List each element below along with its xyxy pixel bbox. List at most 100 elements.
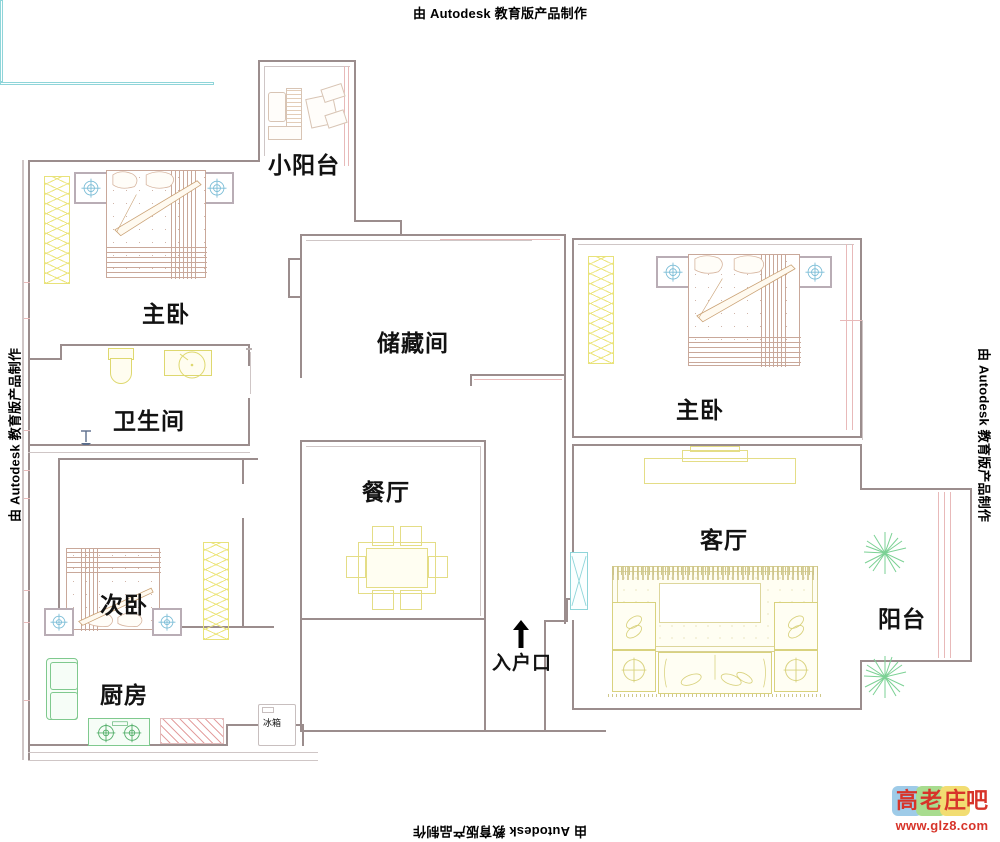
wall-dining-top <box>300 440 486 442</box>
wall-living-top <box>572 444 862 446</box>
lamp-icon <box>50 613 68 631</box>
bed-blanket-stripes-h <box>107 245 207 273</box>
bed-left-bedroom <box>106 170 207 279</box>
washbasin-icon <box>178 351 206 379</box>
wardrobe-left-bedroom <box>44 176 70 284</box>
nightstand-second-bedroom-b <box>152 608 182 636</box>
toilet-bowl-icon <box>110 358 132 384</box>
wardrobe-second-bedroom <box>203 542 229 640</box>
sink-basin-2 <box>50 692 78 720</box>
lamp-icon <box>207 178 227 198</box>
wall-kitchen-right <box>302 724 304 746</box>
wardrobe-right-bedroom <box>588 256 614 364</box>
entrance-label: 入户口 <box>492 652 553 674</box>
nightstand-right-bedroom-a <box>656 256 690 288</box>
wall-kitchen-bottom-outer <box>28 752 318 753</box>
dining-area-outline <box>358 542 436 594</box>
wall-balcony-bottom <box>860 660 972 662</box>
wall-left-bedroom-top <box>28 160 260 162</box>
logo-url: www.glz8.com <box>895 818 989 833</box>
wall-dining-top-inner <box>306 446 480 447</box>
arrow-up-icon <box>513 620 529 648</box>
window-storage-top <box>440 239 560 240</box>
bed-pillow-icon <box>112 171 202 237</box>
wall-storage-notch-top <box>288 258 302 260</box>
wall-bedroom-right-right <box>860 238 862 438</box>
wall-dining-right-inner <box>480 446 481 616</box>
room-label-master-bedroom-left: 主卧 <box>142 302 190 328</box>
window-mark-left-5 <box>24 498 30 499</box>
wall-bedroom-right-left <box>572 238 574 438</box>
wall-dining-bottom <box>300 618 486 620</box>
wall-living-left-upper <box>572 444 574 596</box>
window-bedroom-right-1 <box>846 244 847 430</box>
room-label-kitchen: 厨房 <box>100 683 148 709</box>
wall-entry-top <box>544 620 568 622</box>
wall-storage-top-inner <box>306 240 532 241</box>
sofa-armchair-right <box>774 602 818 650</box>
rug-center <box>659 583 761 623</box>
room-label-balcony: 阳台 <box>878 607 926 633</box>
wall-outer-right-upper <box>862 320 863 440</box>
wall-storage-right <box>564 234 566 624</box>
wall-balcony-small-top-inner <box>264 66 350 67</box>
shower-floor-drain-icon <box>81 430 91 445</box>
tv-screen-top <box>690 446 740 452</box>
refrigerator-icon <box>258 704 296 746</box>
wall-living-right-lower <box>860 660 862 710</box>
tv-cabinet-icon <box>644 458 796 484</box>
wall-outer-left <box>28 160 30 760</box>
sofa-cushions-icon <box>664 654 766 688</box>
wall-storage-left-lower <box>300 358 302 378</box>
room-label-master-bedroom-right: 主卧 <box>676 398 724 424</box>
wall-storage-top <box>300 234 566 236</box>
wall-bathroom-left <box>60 344 62 360</box>
sofa-armchair-left <box>612 602 656 650</box>
dining-table-icon <box>366 548 428 588</box>
wall-bedroom2-right-top <box>242 458 244 484</box>
table-lamp-icon <box>621 657 647 683</box>
wall-balcony-small-left-inner <box>264 66 265 156</box>
window-balcony-1 <box>938 492 939 658</box>
wall-living-left-lower <box>572 620 574 710</box>
side-table-right <box>774 650 818 692</box>
wall-bedroom2-bottom2 <box>228 626 274 628</box>
window-bedroom-right-2 <box>852 244 853 430</box>
tv-icon <box>682 450 748 462</box>
wall-hall-left <box>300 618 302 732</box>
refrigerator-label: 冰箱 <box>263 719 282 729</box>
window-mark-left-4 <box>24 470 30 471</box>
sink-basin-1 <box>50 662 78 690</box>
wall-balcony-small-left <box>258 60 260 162</box>
window-mark-left-6 <box>24 590 30 591</box>
bed-right-bedroom <box>688 254 801 367</box>
logo-char-2: 老 <box>919 789 942 814</box>
watermark-right: 由 Autodesk 教育版产品制作 <box>976 347 992 523</box>
nightstand-left-bedroom-a <box>74 172 108 204</box>
logo-square-yellow <box>940 786 970 816</box>
bathroom-door-head <box>246 348 252 350</box>
wall-balcony-top <box>860 488 972 490</box>
window-mark-left-8 <box>24 700 30 701</box>
wall-hall-bottom <box>300 730 486 732</box>
window-bedroom-right-mark <box>840 320 862 321</box>
watermark-top: 由 Autodesk 教育版产品制作 <box>412 6 588 21</box>
plant-icon-top <box>863 532 907 574</box>
wall-corridor-right <box>400 220 402 236</box>
bathroom-door-jamb <box>250 352 251 394</box>
wall-storage-bump-left <box>470 374 472 386</box>
wall-kitchen-left-accent <box>0 0 3 82</box>
room-label-bathroom: 卫生间 <box>113 409 185 435</box>
wall-entry-bottom <box>486 730 606 732</box>
rug-fringe-bottom <box>608 694 822 697</box>
wall-bedroom-right-bottom <box>572 436 862 438</box>
rug-border-ornament <box>612 566 818 580</box>
site-logo[interactable]: 高 老 庄 吧 www.glz8.com <box>892 786 992 836</box>
dining-chair-1 <box>372 526 394 546</box>
wall-living-right-upper <box>860 444 862 488</box>
wall-bedroom2-left <box>58 458 60 628</box>
lamp-icon <box>81 178 101 198</box>
wall-bathroom-top <box>60 344 250 346</box>
dining-chair-4 <box>400 590 422 610</box>
kitchen-counter-hatch <box>160 718 224 744</box>
